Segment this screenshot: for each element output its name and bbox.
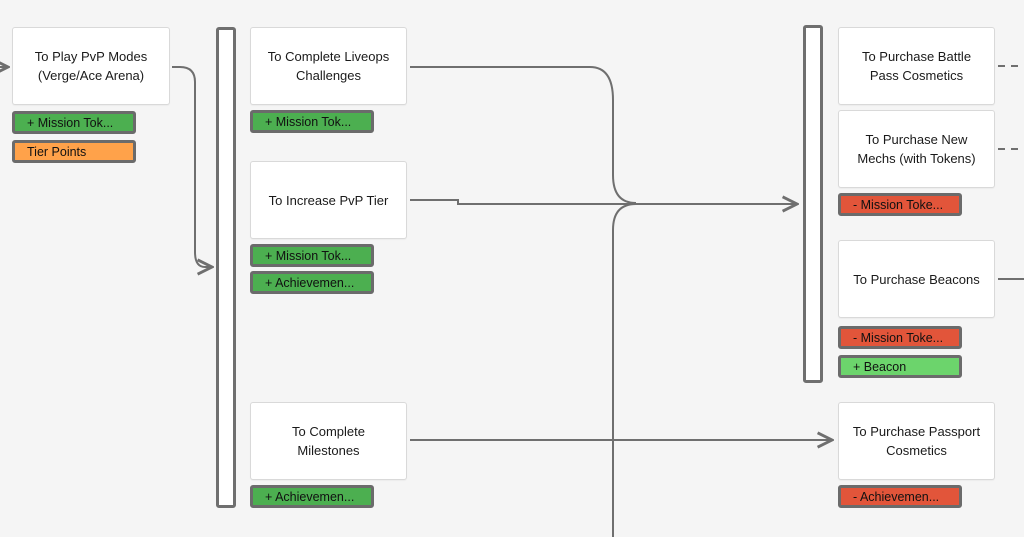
tag-achievement[interactable]: + Achievemen...	[250, 485, 374, 508]
tag-label: - Achievemen...	[853, 489, 940, 504]
card-pvp-tier[interactable]: To Increase PvP Tier	[250, 161, 407, 239]
connector-play-pvp-to-hub	[172, 66, 212, 267]
tag-label: + Achievemen...	[265, 275, 355, 290]
card-passport[interactable]: To Purchase Passport Cosmetics	[838, 402, 995, 480]
connector-pvp-tier	[410, 200, 797, 204]
card-milestones[interactable]: To Complete Milestones	[250, 402, 407, 480]
tag-tier-points[interactable]: Tier Points	[12, 140, 136, 163]
card-liveops[interactable]: To Complete Liveops Challenges	[250, 27, 407, 105]
tag-mission-token[interactable]: + Mission Tok...	[12, 111, 136, 134]
tag-label: - Mission Toke...	[853, 330, 944, 345]
tag-mission-token[interactable]: + Mission Tok...	[250, 110, 374, 133]
tag-label: + Mission Tok...	[27, 115, 114, 130]
tag-achievement[interactable]: + Achievemen...	[250, 271, 374, 294]
tag-achievement-cost[interactable]: - Achievemen...	[838, 485, 962, 508]
card-beacons[interactable]: To Purchase Beacons	[838, 240, 995, 318]
card-play-pvp[interactable]: To Play PvP Modes (Verge/Ace Arena)	[12, 27, 170, 105]
tag-beacon[interactable]: + Beacon	[838, 355, 962, 378]
card-pvp-tier-label: To Increase PvP Tier	[268, 192, 389, 208]
tag-label: Tier Points	[27, 144, 87, 159]
card-battle-pass[interactable]: To Purchase Battle Pass Cosmetics	[838, 27, 995, 105]
tag-label: + Mission Tok...	[265, 248, 352, 263]
card-liveops-label: To Complete Liveops Challenges	[267, 49, 390, 83]
tag-label: + Beacon	[853, 359, 907, 374]
hub-bar-left[interactable]	[216, 27, 236, 508]
tag-label: + Achievemen...	[265, 489, 355, 504]
card-milestones-label: To Complete Milestones	[292, 424, 365, 458]
tag-mission-token[interactable]: + Mission Tok...	[250, 244, 374, 267]
tag-label: + Mission Tok...	[265, 114, 352, 129]
tag-mission-token-cost[interactable]: - Mission Toke...	[838, 193, 962, 216]
card-new-mechs-label: To Purchase New Mechs (with Tokens)	[857, 132, 976, 166]
card-new-mechs[interactable]: To Purchase New Mechs (with Tokens)	[838, 110, 995, 188]
tag-mission-token-cost[interactable]: - Mission Toke...	[838, 326, 962, 349]
card-passport-label: To Purchase Passport Cosmetics	[852, 424, 981, 458]
tag-label: - Mission Toke...	[853, 197, 944, 212]
card-beacons-label: To Purchase Beacons	[853, 271, 980, 287]
hub-bar-right[interactable]	[803, 25, 823, 383]
card-battle-pass-label: To Purchase Battle Pass Cosmetics	[861, 49, 972, 83]
connector-liveops	[410, 66, 637, 204]
card-play-pvp-label: To Play PvP Modes (Verge/Ace Arena)	[34, 49, 148, 83]
connector-trunk	[612, 203, 637, 537]
